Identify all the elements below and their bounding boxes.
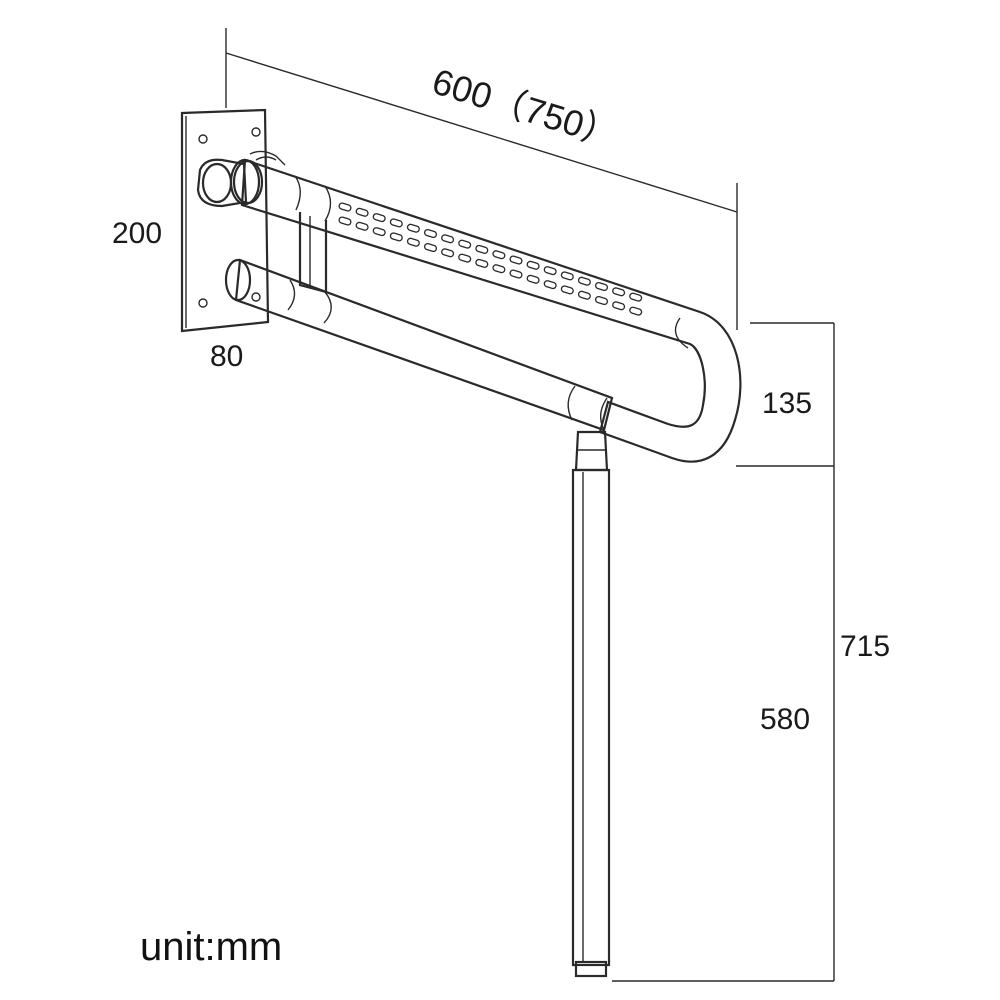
- plate-width-label: 80: [210, 340, 243, 373]
- wall-plate: [180, 108, 270, 333]
- leg-foot: [574, 960, 608, 978]
- screw-hole-bottom-left: [198, 298, 208, 308]
- support-leg: [571, 430, 611, 978]
- grip-dash: [629, 306, 643, 316]
- grip-dash: [543, 266, 557, 276]
- screw-hole-top-left: [198, 134, 208, 144]
- grip-dash: [406, 237, 420, 247]
- unit-label: unit:mm: [140, 925, 283, 969]
- grip-dash: [612, 301, 626, 311]
- grip-dash: [509, 269, 523, 279]
- rail-connector: [298, 212, 328, 294]
- rail-spacing-label: 135: [762, 387, 812, 420]
- grip-dash: [560, 285, 574, 295]
- grip-dash: [338, 216, 352, 226]
- grip-dash: [389, 232, 403, 242]
- grip-dash: [441, 248, 455, 258]
- grip-texture: [338, 202, 643, 316]
- grip-dash: [629, 292, 643, 302]
- grip-dash: [441, 234, 455, 244]
- grip-dash: [458, 253, 472, 263]
- grip-dash: [492, 264, 506, 274]
- length-label: 600（750）: [428, 60, 624, 155]
- grip-dash: [372, 227, 386, 237]
- screw-hole-top-right: [251, 127, 261, 137]
- grip-dash: [594, 281, 609, 292]
- grip-dash: [372, 213, 386, 223]
- grip-dash: [406, 223, 420, 233]
- height-dimensions: 135 580 715: [612, 322, 890, 982]
- grip-dash: [492, 250, 506, 260]
- grip-dash: [577, 290, 591, 300]
- grip-dash: [338, 202, 352, 212]
- grip-dash: [475, 258, 489, 268]
- grip-dash: [389, 218, 403, 228]
- grip-dash: [355, 207, 369, 217]
- grip-dash: [423, 242, 438, 253]
- leg-length-label: 580: [760, 703, 810, 736]
- total-height-label: 715: [840, 630, 890, 663]
- grip-dash: [458, 239, 472, 249]
- length-dimension-line: [225, 52, 738, 213]
- grip-dash: [509, 255, 523, 265]
- grip-dash: [475, 244, 489, 254]
- grip-dash: [526, 274, 540, 284]
- grip-dash: [560, 271, 574, 281]
- grip-dash: [355, 221, 369, 231]
- screw-hole-bottom-right: [251, 292, 261, 302]
- grip-dash: [612, 287, 626, 297]
- grip-dash: [594, 295, 609, 306]
- leg-tube: [571, 468, 611, 967]
- plate-height-label: 200: [112, 217, 162, 250]
- grip-dash: [526, 260, 540, 270]
- grip-dash: [543, 280, 557, 290]
- grip-dash: [577, 276, 591, 286]
- leg-joint: [574, 430, 609, 472]
- upper-rail: [229, 158, 742, 463]
- lower-rail: [224, 258, 614, 432]
- grip-dash: [423, 228, 438, 239]
